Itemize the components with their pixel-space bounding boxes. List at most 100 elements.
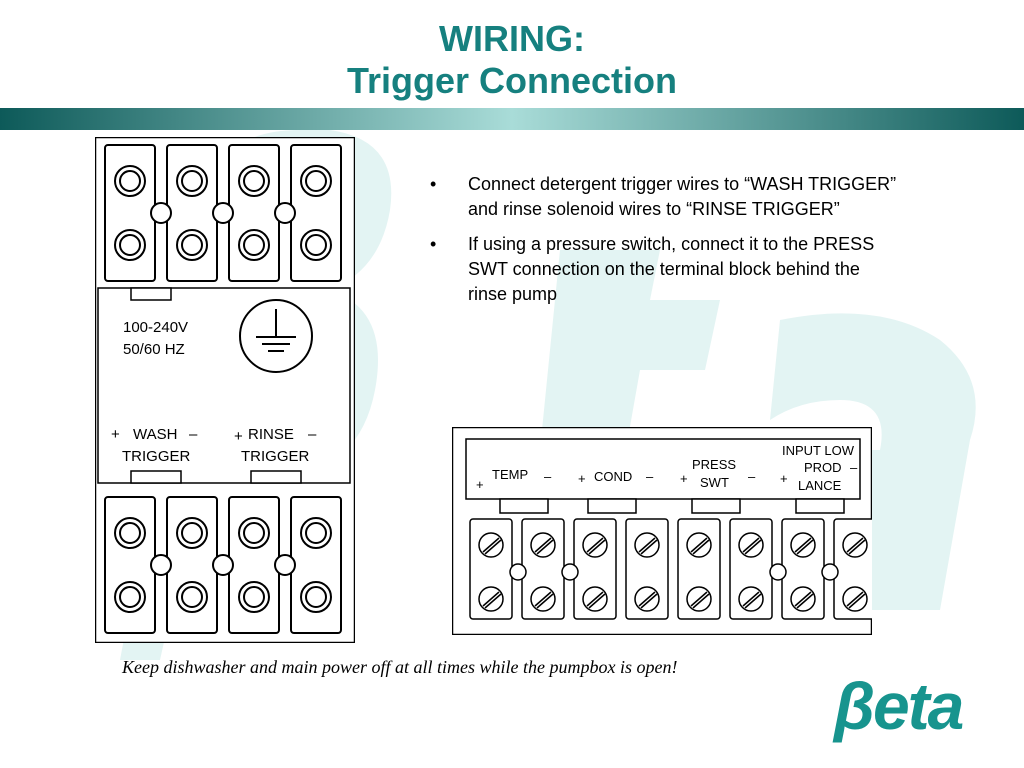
screw-slot [742, 591, 760, 607]
temp-minus: – [544, 469, 552, 484]
rinse-label-line-2: TRIGGER [241, 448, 310, 465]
mounting-hole [274, 554, 296, 576]
screw-slot [536, 539, 554, 555]
terminal-screw-inner [305, 586, 327, 608]
beta-logo: βeta [834, 669, 964, 743]
terminal-screw-inner [305, 522, 327, 544]
screw-slot [794, 591, 812, 607]
mounting-hole [769, 563, 787, 581]
input-label-line-1: INPUT LOW [782, 443, 855, 458]
terminal-screw-inner [305, 170, 327, 192]
input-minus: – [850, 460, 858, 475]
input-plus: + [780, 471, 788, 486]
screw-slot [692, 539, 710, 555]
screw-slot [690, 537, 708, 553]
screw-slot [536, 593, 554, 609]
bullet-marker: • [430, 234, 437, 254]
wash-label-line-1: WASH [133, 426, 177, 443]
wash-label-line-2: TRIGGER [122, 448, 191, 465]
screw-slot [640, 593, 658, 609]
rinse-minus: – [308, 426, 317, 443]
power-trigger-terminal-diagram: 100-240V 50/60 HZ + WASH – TRIGGER + RIN… [95, 137, 355, 643]
screw-slot [482, 537, 500, 553]
screw-slot [534, 537, 552, 553]
terminal-screw-inner [181, 522, 203, 544]
ground-icon [239, 299, 313, 373]
cond-minus: – [646, 469, 654, 484]
screw-slot [796, 539, 814, 555]
top-terminal-block [104, 144, 342, 282]
press-label-line-1: PRESS [692, 457, 736, 472]
mounting-hole [150, 554, 172, 576]
instruction-text-1: Connect detergent trigger wires to “WASH… [468, 174, 897, 219]
cond-label: COND [594, 469, 632, 484]
screw-slot [794, 537, 812, 553]
screw-slot [744, 539, 762, 555]
mounting-hole [821, 563, 839, 581]
terminal-screw-inner [119, 170, 141, 192]
instruction-item-1: • Connect detergent trigger wires to “WA… [430, 172, 900, 222]
screw-slot [640, 539, 658, 555]
instruction-item-2: • If using a pressure switch, connect it… [430, 232, 900, 307]
safety-warning: Keep dishwasher and main power off at al… [122, 657, 678, 677]
screw-slot [744, 593, 762, 609]
instruction-list: • Connect detergent trigger wires to “WA… [430, 172, 900, 317]
screw-slot [534, 591, 552, 607]
mounting-hole [509, 563, 527, 581]
screw-slot [484, 539, 502, 555]
slide-title: WIRING: Trigger Connection [0, 18, 1024, 102]
terminal-screw-inner [119, 522, 141, 544]
terminal-screw-inner [119, 234, 141, 256]
rinse-plus: + [234, 428, 243, 445]
mounting-hole [274, 202, 296, 224]
terminal-screw-inner [305, 234, 327, 256]
input-label-line-2: PROD [804, 460, 842, 475]
voltage-label-line-1: 100-240V [123, 319, 188, 336]
terminal-screw-inner [243, 586, 265, 608]
terminal-screw-inner [243, 234, 265, 256]
screw-slot [690, 591, 708, 607]
temp-plus: + [476, 477, 484, 492]
screw-slot [846, 537, 864, 553]
press-minus: – [748, 469, 756, 484]
mounting-hole [150, 202, 172, 224]
screw-slot [482, 591, 500, 607]
screw-terminal-block [469, 518, 872, 620]
mounting-hole [212, 202, 234, 224]
rinse-label-line-1: RINSE [248, 426, 294, 443]
input-label-line-3: LANCE [798, 478, 842, 493]
title-divider-bar [0, 108, 1024, 130]
bottom-terminal-block [104, 496, 342, 634]
terminal-screw-inner [243, 522, 265, 544]
sensor-terminal-diagram: + TEMP – + COND – + PRESS SWT – INPUT LO… [452, 427, 872, 635]
screw-slot [692, 593, 710, 609]
screw-slot [848, 539, 866, 555]
title-line-1: WIRING: [439, 18, 585, 59]
temp-label: TEMP [492, 467, 528, 482]
instruction-text-2: If using a pressure switch, connect it t… [468, 234, 875, 304]
wash-plus: + [111, 426, 120, 443]
screw-slot [588, 593, 606, 609]
screw-slot [796, 593, 814, 609]
cond-plus: + [578, 471, 586, 486]
mounting-hole [212, 554, 234, 576]
terminal-screw-inner [243, 170, 265, 192]
screw-slot [586, 591, 604, 607]
mounting-hole [561, 563, 579, 581]
terminal-screw-inner [181, 586, 203, 608]
screw-slot [638, 591, 656, 607]
title-line-2: Trigger Connection [346, 60, 677, 101]
wash-minus: – [189, 426, 198, 443]
terminal-screw-inner [119, 586, 141, 608]
screw-slot [638, 537, 656, 553]
press-plus: + [680, 471, 688, 486]
bullet-marker: • [430, 174, 437, 194]
voltage-label-line-2: 50/60 HZ [123, 341, 185, 358]
screw-slot [848, 593, 866, 609]
press-label-line-2: SWT [700, 475, 729, 490]
screw-slot [586, 537, 604, 553]
screw-slot [742, 537, 760, 553]
terminal-screw-inner [181, 234, 203, 256]
terminal-screw-inner [181, 170, 203, 192]
screw-slot [846, 591, 864, 607]
